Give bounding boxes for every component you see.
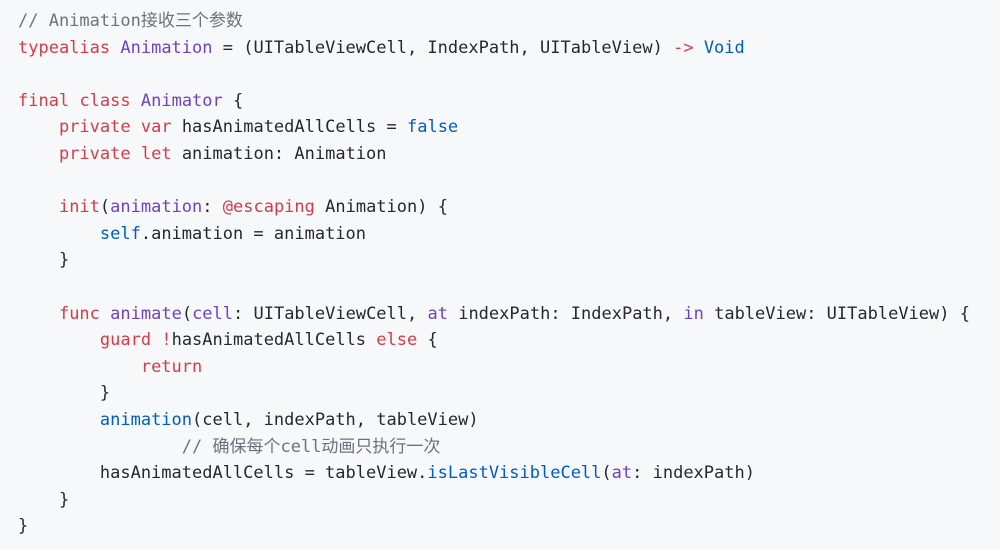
code-token-plain: : indexPath) — [632, 463, 755, 484]
code-token-plain: } — [18, 516, 29, 537]
code-token-keyword: func — [58, 303, 100, 324]
code-line: } — [18, 513, 1000, 540]
code-token-plain — [69, 91, 79, 111]
code-token-type: cell — [192, 303, 234, 324]
code-line: animation(cell, indexPath, tableView) — [18, 407, 1000, 434]
code-token-builtin: false — [406, 117, 459, 138]
code-token-plain — [131, 91, 141, 111]
code-token-operator: -> — [673, 37, 694, 58]
code-token-plain: (cell, indexPath, tableView) — [192, 409, 479, 430]
code-token-keyword: class — [79, 90, 131, 111]
code-token-keyword: else — [376, 330, 418, 351]
code-token-plain — [131, 144, 141, 164]
code-token-plain — [151, 330, 161, 350]
code-token-plain: ( — [181, 303, 193, 324]
code-token-keyword: guard — [99, 330, 152, 351]
code-token-plain: : — [202, 197, 223, 218]
code-token-type: animation — [110, 197, 203, 218]
code-token-plain: ( — [601, 463, 612, 484]
code-line: // 确保每个cell动画只执行一次 — [18, 434, 1000, 461]
code-line: } — [18, 487, 1000, 514]
code-line: return — [18, 354, 1000, 381]
code-token-plain — [18, 304, 59, 324]
code-line: private let animation: Animation — [18, 141, 1000, 168]
code-token-keyword: let — [140, 143, 172, 164]
code-token-builtin: isLastVisibleCell — [427, 463, 602, 484]
code-token-keyword: private — [58, 143, 131, 164]
code-token-plain — [18, 117, 59, 137]
code-token-plain: } — [18, 489, 70, 510]
code-token-keyword: typealias — [18, 37, 111, 58]
code-token-plain: = (UITableViewCell, IndexPath, UITableVi… — [212, 37, 674, 58]
code-token-type: at — [427, 303, 448, 324]
code-token-plain — [694, 38, 704, 58]
code-token-plain — [18, 330, 100, 350]
code-token-plain — [18, 357, 141, 377]
code-line: } — [18, 247, 1000, 274]
code-token-keyword: return — [140, 356, 203, 377]
code-line — [18, 168, 1000, 195]
code-token-plain: .animation = animation — [140, 223, 367, 244]
code-token-keyword: final — [18, 90, 70, 111]
code-token-plain: { — [417, 330, 438, 351]
code-token-plain: hasAnimatedAllCells — [171, 330, 377, 351]
code-token-plain: animation: Animation — [171, 143, 387, 164]
code-token-plain — [110, 38, 120, 58]
code-token-type: in — [683, 303, 704, 324]
code-token-plain: indexPath: IndexPath, — [447, 303, 684, 324]
code-token-plain: hasAnimatedAllCells = tableView. — [18, 463, 428, 484]
code-token-plain — [131, 117, 141, 137]
code-token-type: at — [611, 463, 633, 484]
code-token-keyword: init — [58, 197, 100, 218]
code-line: func animate(cell: UITableViewCell, at i… — [18, 301, 1000, 328]
code-token-builtin: self — [99, 223, 141, 244]
code-line — [18, 274, 1000, 301]
code-token-plain: } — [18, 383, 111, 404]
code-line — [18, 61, 1000, 88]
code-token-builtin: animation — [99, 409, 193, 430]
code-line: hasAnimatedAllCells = tableView.isLastVi… — [18, 460, 1000, 487]
code-line: self.animation = animation — [18, 221, 1000, 248]
code-token-type: Animation — [120, 37, 213, 58]
code-token-keyword: var — [140, 117, 172, 138]
code-token-keyword: private — [58, 117, 131, 138]
code-token-plain — [18, 437, 182, 457]
code-line: // Animation接收三个参数 — [18, 8, 1000, 35]
code-token-comment: // Animation接收三个参数 — [18, 11, 243, 31]
code-line: final class Animator { — [18, 88, 1000, 115]
code-token-plain — [18, 224, 100, 244]
code-token-plain: } — [18, 250, 70, 271]
code-token-type: Animator — [140, 90, 223, 111]
code-line: } — [18, 380, 1000, 407]
code-token-plain — [18, 410, 100, 430]
code-token-plain — [18, 144, 59, 164]
code-token-plain: hasAnimatedAllCells = — [171, 117, 407, 138]
code-line: init(animation: @escaping Animation) { — [18, 194, 1000, 221]
code-token-plain: Animation) { — [314, 197, 448, 218]
code-token-plain — [100, 304, 110, 324]
code-token-plain — [18, 197, 59, 217]
code-token-keyword: @escaping — [222, 197, 315, 218]
code-token-operator: ! — [161, 330, 172, 351]
code-token-plain: { — [222, 90, 244, 111]
code-line: typealias Animation = (UITableViewCell, … — [18, 35, 1000, 62]
code-token-comment: // 确保每个cell动画只执行一次 — [181, 436, 441, 457]
code-token-builtin: Void — [703, 37, 745, 58]
code-token-plain: tableView: UITableView) { — [703, 303, 970, 324]
code-token-plain: ( — [99, 197, 111, 218]
code-token-func: animate — [110, 303, 182, 324]
code-token-plain: : UITableViewCell, — [233, 303, 428, 324]
code-line: guard !hasAnimatedAllCells else { — [18, 327, 1000, 354]
code-line: private var hasAnimatedAllCells = false — [18, 114, 1000, 141]
